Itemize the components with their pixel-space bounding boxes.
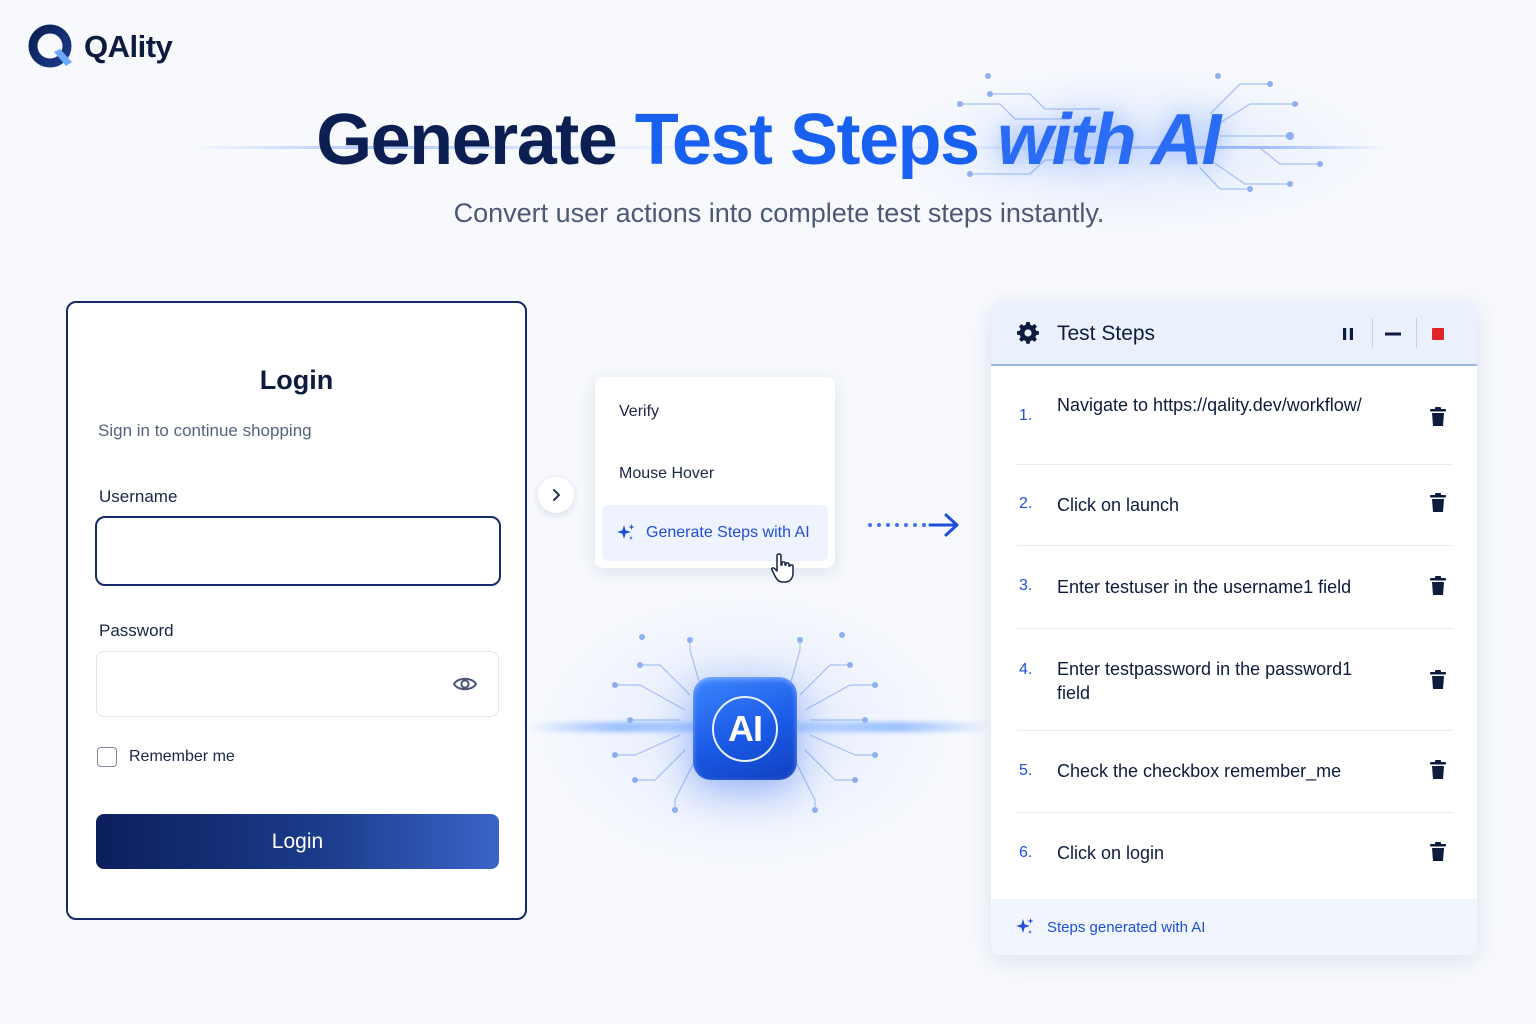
steps-footer-text: Steps generated with AI [1047,918,1206,936]
step-number: 2. [1019,495,1033,512]
hero-title-part1: Generate [316,100,618,180]
password-input[interactable] [96,651,499,717]
step-text: Check the checkbox remember_me [1057,761,1342,781]
menu-item-verify[interactable]: Verify [619,403,660,420]
gear-icon[interactable] [1016,321,1040,345]
step-row[interactable]: 4. Enter testpassword in the password1 f… [1017,629,1453,731]
pause-button[interactable] [1337,323,1359,345]
step-text: Navigate to https://qality.dev/workflow/ [1057,395,1362,415]
step-number: 4. [1019,661,1033,678]
username-input[interactable] [95,516,501,586]
login-button[interactable]: Login [96,814,499,869]
eye-icon[interactable] [452,673,478,695]
remember-me-label[interactable]: Remember me [129,748,235,765]
hand-cursor-icon [771,553,794,583]
test-steps-panel: Test Steps 1. Navigate to https://qality… [991,301,1477,955]
chevron-right-icon [553,489,560,501]
step-number: 1. [1019,407,1033,424]
trash-icon[interactable] [1429,760,1447,780]
test-steps-header: Test Steps [991,301,1477,366]
ai-chip: AI [693,677,797,780]
step-row[interactable]: 5. Check the checkbox remember_me [1017,731,1453,813]
step-text: Click on login [1057,843,1165,863]
steps-footer: Steps generated with AI [991,899,1477,955]
username-label: Username [99,487,178,506]
login-title: Login [259,365,334,395]
pause-icon [1343,328,1353,340]
remember-me-checkbox[interactable] [97,747,117,767]
step-row[interactable]: 6. Click on login [1017,813,1453,899]
trash-icon[interactable] [1429,670,1447,690]
minimize-icon [1385,332,1401,336]
ai-chip-label: AI [712,695,778,762]
arrow-right-icon [868,513,959,537]
step-text: Click on launch [1057,495,1180,515]
brand-name: QAlity [84,29,173,64]
header-separator [1416,318,1417,348]
hero-subtitle: Convert user actions into complete test … [453,198,1105,228]
step-number: 6. [1019,844,1033,861]
minimize-button[interactable] [1382,323,1404,345]
brand-logo[interactable]: QAlity [26,22,173,72]
trash-icon[interactable] [1429,493,1447,513]
login-card: Login Sign in to continue shopping Usern… [66,301,527,920]
trash-icon[interactable] [1429,407,1447,427]
hero-title-part3: with AI [997,100,1221,180]
test-steps-title: Test Steps [1057,322,1156,345]
q-logo-icon [28,24,72,68]
login-subtitle: Sign in to continue shopping [98,421,312,440]
step-row[interactable]: 2. Click on launch [1017,465,1453,546]
hero-title-part2: Test Steps [634,100,980,180]
hero-title: Generate Test Steps with AI [0,96,1536,184]
password-label: Password [99,621,174,640]
hero-light-line [190,146,1390,149]
menu-item-generate-steps-ai[interactable]: Generate Steps with AI [602,505,828,561]
expand-menu-button[interactable] [538,477,574,513]
trash-icon[interactable] [1429,842,1447,862]
menu-item-mouse-hover[interactable]: Mouse Hover [619,465,715,482]
header-separator [1372,318,1373,348]
step-number: 3. [1019,577,1033,594]
stop-icon [1432,328,1444,340]
stop-button[interactable] [1427,323,1449,345]
step-number: 5. [1019,762,1033,779]
step-text: Enter testuser in the username1 field [1057,577,1352,597]
step-row[interactable]: 1. Navigate to https://qality.dev/workfl… [1017,366,1453,465]
menu-item-generate-steps-ai-label: Generate Steps with AI [646,524,810,541]
step-row[interactable]: 3. Enter testuser in the username1 field [1017,546,1453,629]
context-menu: Verify Mouse Hover Generate Steps with A… [595,377,835,568]
trash-icon[interactable] [1429,576,1447,596]
step-text: Enter testpassword in the password1 fiel… [1057,659,1353,703]
sparkle-icon [1016,918,1034,934]
sparkle-icon [617,524,635,540]
